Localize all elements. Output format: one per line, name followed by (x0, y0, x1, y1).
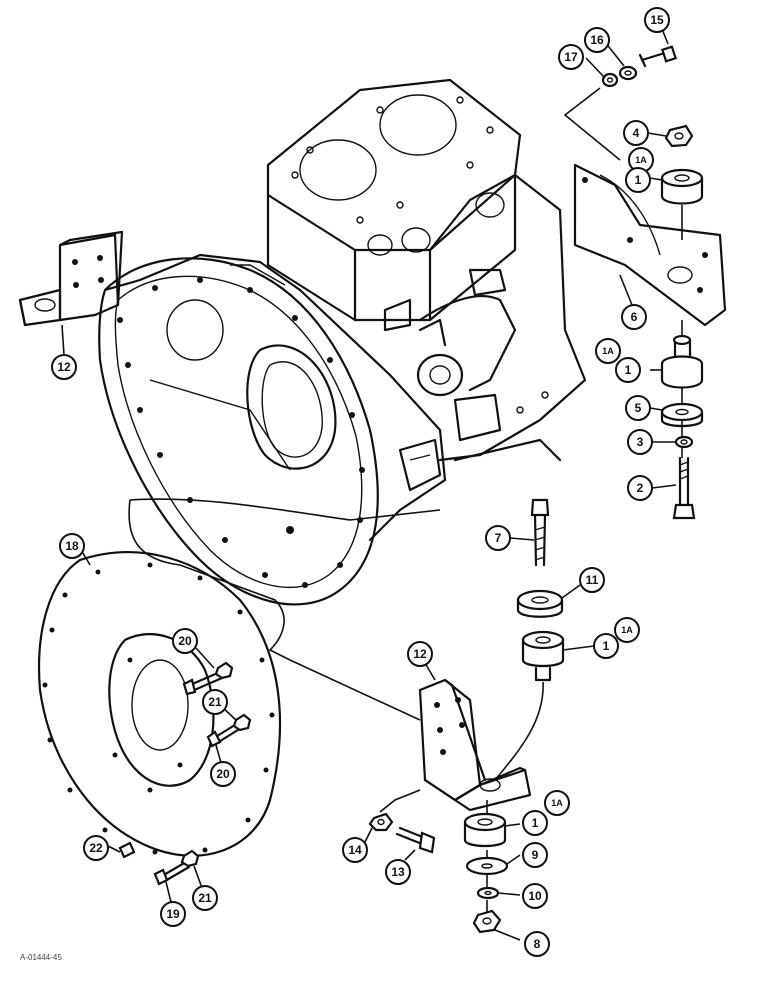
callout-label: 21 (198, 891, 212, 905)
flywheel-housing (98, 253, 447, 606)
callout-label: 11 (586, 573, 599, 587)
callout-label: 20 (178, 634, 192, 648)
callout-8: 8 (524, 931, 550, 957)
callout-label: 19 (166, 907, 180, 921)
callout-label: 3 (637, 435, 644, 449)
callout-16: 16 (584, 27, 610, 53)
callout-11: 11 (579, 567, 605, 593)
callout-21-upper: 21 (202, 689, 228, 715)
callout-19: 19 (160, 901, 186, 927)
callout-label: 1 (625, 363, 632, 377)
engine-mount-bracket-left (18, 230, 124, 327)
callout-label: 1 (532, 816, 539, 830)
callout-5: 5 (625, 395, 651, 421)
callout-label: 12 (413, 647, 427, 661)
callout-label: 10 (528, 889, 542, 903)
callout-7: 7 (485, 525, 511, 551)
callout-label: 12 (57, 360, 71, 374)
callout-1-lower: 1 (593, 633, 619, 659)
callout-1-bottom: 1 (522, 810, 548, 836)
callout-label: 2 (637, 481, 644, 495)
callout-label: 1 (603, 639, 610, 653)
callout-21-lower: 21 (192, 885, 218, 911)
engine-block (266, 78, 587, 462)
callout-label: 1A (635, 155, 647, 165)
engine-mount-bracket-lower (418, 678, 532, 812)
callout-label: 15 (650, 13, 664, 27)
callout-label: 20 (216, 767, 230, 781)
callout-label: 21 (208, 695, 222, 709)
callout-label: 1A (551, 798, 563, 808)
callout-6: 6 (621, 304, 647, 330)
callout-label: 9 (532, 848, 539, 862)
callout-15: 15 (644, 7, 670, 33)
engine-mount-bracket-right (573, 163, 727, 327)
hardware (118, 45, 704, 934)
callout-label: 1A (602, 346, 614, 356)
callout-2: 2 (627, 475, 653, 501)
figure-id: A-01444-45 (20, 953, 62, 962)
callout-13: 13 (385, 859, 411, 885)
callout-label: 22 (89, 841, 103, 855)
callout-label: 16 (590, 33, 604, 47)
leader-lines (61, 23, 683, 941)
callout-label: 17 (564, 50, 578, 64)
callout-label: 1A (621, 625, 633, 635)
callout-17: 17 (558, 44, 584, 70)
callout-label: 18 (65, 539, 79, 553)
callout-22: 22 (83, 835, 109, 861)
callout-3: 3 (627, 429, 653, 455)
callout-14: 14 (342, 837, 368, 863)
callout-1-upper: 1 (625, 167, 651, 193)
callout-label: 7 (495, 531, 502, 545)
callout-20-upper: 20 (172, 628, 198, 654)
callout-label: 5 (635, 401, 642, 415)
callout-1A-lower: 1A (614, 617, 640, 643)
callout-9: 9 (522, 842, 548, 868)
callout-18: 18 (59, 533, 85, 559)
callout-label: 4 (633, 126, 640, 140)
callout-20-lower: 20 (210, 761, 236, 787)
flywheel-plate (37, 551, 282, 857)
callout-label: 6 (631, 310, 638, 324)
callout-12-left: 12 (51, 354, 77, 380)
callout-label: 14 (348, 843, 362, 857)
callout-label: 8 (534, 937, 541, 951)
callout-12-lower: 12 (407, 641, 433, 667)
callout-1A-middle: 1A (595, 338, 621, 364)
callout-1-middle: 1 (615, 357, 641, 383)
callout-4: 4 (623, 120, 649, 146)
callout-1A-bottom: 1A (544, 790, 570, 816)
callout-label: 13 (391, 865, 405, 879)
callout-10: 10 (522, 883, 548, 909)
callout-label: 1 (635, 173, 642, 187)
